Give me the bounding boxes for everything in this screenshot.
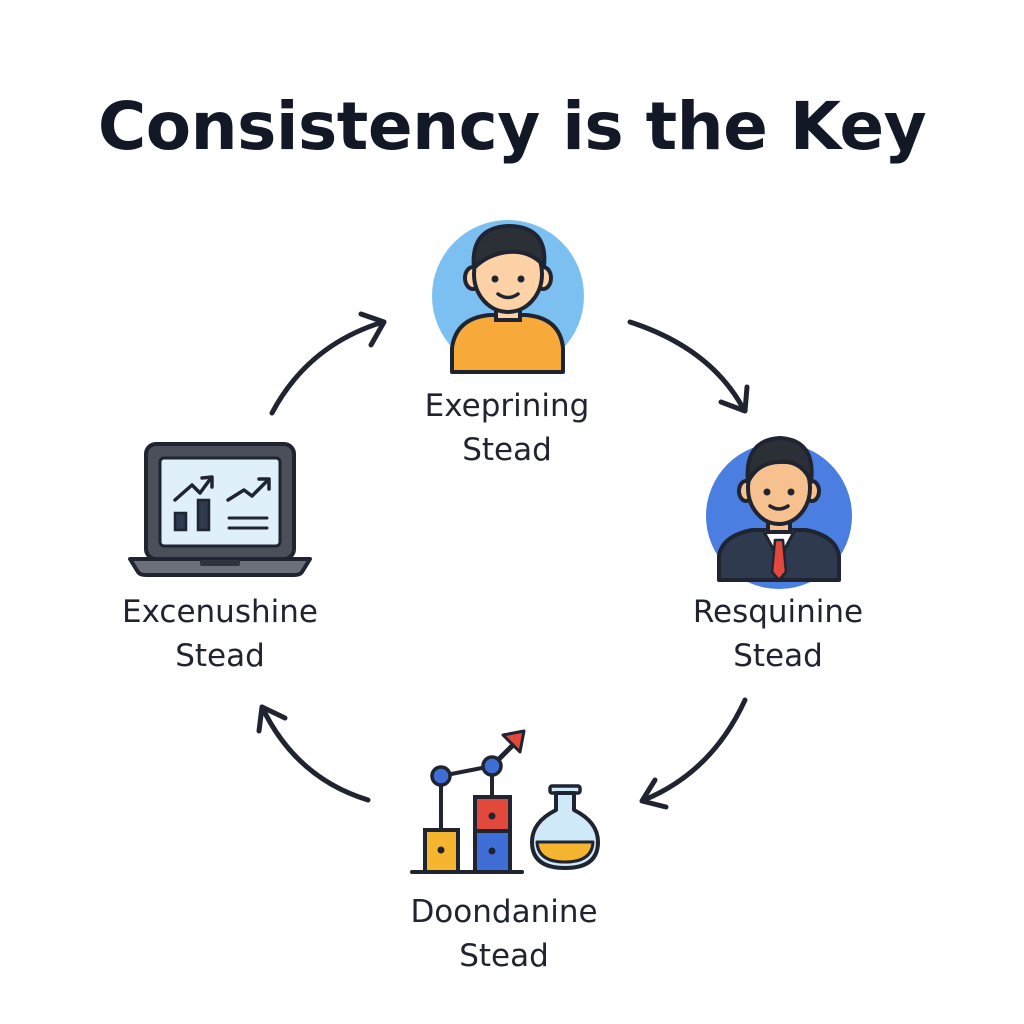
arrow-bottom-to-left bbox=[256, 704, 371, 803]
node-label-bottom-line2: Stead bbox=[459, 938, 549, 974]
arrow-right-to-bottom bbox=[639, 697, 748, 810]
node-label-bottom: Doondanine Stead bbox=[392, 890, 616, 978]
node-label-left-line2: Stead bbox=[175, 638, 265, 674]
businessman-icon bbox=[706, 436, 852, 589]
node-label-top-line2: Stead bbox=[462, 432, 552, 468]
laptop-chart-icon bbox=[128, 442, 312, 577]
page-title: Consistency is the Key bbox=[97, 88, 927, 165]
chart-flask-icon bbox=[410, 729, 600, 874]
node-label-left-line1: Excenushine bbox=[122, 594, 318, 630]
node-label-right-line2: Stead bbox=[733, 638, 823, 674]
node-label-bottom-line1: Doondanine bbox=[410, 894, 598, 930]
node-label-left: Excenushine Stead bbox=[104, 590, 336, 678]
node-label-top: Exeprining Stead bbox=[407, 384, 607, 472]
node-label-top-line1: Exeprining bbox=[424, 388, 590, 424]
node-label-right: Resquinine Stead bbox=[668, 590, 888, 678]
arrow-top-to-right bbox=[627, 319, 750, 414]
node-label-right-line1: Resquinine bbox=[692, 594, 864, 630]
arrow-left-to-top bbox=[269, 311, 387, 416]
person-icon bbox=[432, 220, 584, 374]
